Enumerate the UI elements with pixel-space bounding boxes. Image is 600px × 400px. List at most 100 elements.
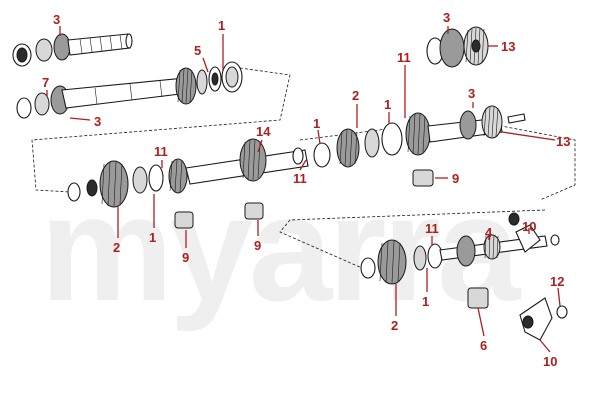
- lower-shift-assembly: [360, 212, 568, 341]
- cs-synchro: [381, 122, 403, 156]
- callout-1a: 1: [218, 18, 225, 33]
- ls-gear-small: [456, 235, 476, 267]
- callout-13a: 13: [501, 39, 515, 54]
- cs-gear-large-teeth: [407, 113, 426, 155]
- callout-9b: 9: [182, 250, 189, 265]
- shaft-end: [125, 33, 133, 49]
- callout-labels: 3 1 5 7 3 3 13 11 2 1 3 13 14 1 11 9 11 …: [42, 10, 570, 369]
- needle-bearing-6: [467, 287, 489, 309]
- callout-5: 5: [194, 43, 201, 58]
- ss-washer: [67, 182, 81, 202]
- callout-1e: 1: [422, 294, 429, 309]
- selector-boss: [522, 315, 534, 329]
- ls-gear-large: [377, 239, 407, 285]
- callout-3b: 3: [94, 114, 101, 129]
- callout-2c: 2: [391, 318, 398, 333]
- callout-13b: 13: [556, 134, 570, 149]
- mainshaft-assembly: [16, 61, 243, 119]
- callout-14: 14: [256, 124, 271, 139]
- race-washer: [35, 38, 53, 62]
- assembly-link-line-1: [31, 67, 291, 193]
- leader-6: [477, 307, 485, 337]
- cs-gear-2: [336, 128, 360, 168]
- cs-ring: [364, 128, 380, 158]
- ss-ring-1: [132, 166, 148, 194]
- callout-2a: 2: [352, 88, 359, 103]
- callout-3c: 3: [443, 10, 450, 25]
- callout-9c: 9: [254, 238, 261, 253]
- callout-7: 7: [42, 75, 49, 90]
- ss-gear-2: [168, 158, 188, 194]
- cs-gear-2-teeth: [339, 129, 358, 167]
- callout-10b: 10: [543, 354, 557, 369]
- ls-plug: [508, 212, 520, 226]
- ls-ring-2: [427, 243, 443, 269]
- selector-bracket-10: [519, 297, 553, 341]
- synchro-hub: [211, 72, 219, 86]
- mainshaft-gear-right: [175, 67, 197, 105]
- leader-lines: [46, 26, 561, 353]
- ls-fork-10: [515, 224, 541, 253]
- leader-10b: [539, 339, 551, 353]
- thrust-washer: [196, 69, 208, 95]
- leader-5: [202, 57, 209, 73]
- callout-3a: 3: [53, 12, 60, 27]
- assembly-link-line-4: [279, 209, 546, 269]
- input-gear: [53, 33, 71, 61]
- callout-12: 12: [550, 274, 564, 289]
- cs-gear-end: [481, 105, 503, 139]
- leader-1c: [317, 129, 321, 145]
- callout-11a: 11: [397, 50, 411, 65]
- ls-nut: [550, 234, 560, 246]
- callout-3d: 3: [468, 86, 475, 101]
- ls-gear-4-teeth: [484, 234, 499, 260]
- mainshaft-grooves: [94, 80, 163, 105]
- ss-gear-large-teeth: [101, 161, 123, 207]
- callout-11d: 11: [425, 221, 439, 236]
- mainshaft-body: [61, 77, 189, 109]
- callout-6: 6: [480, 338, 487, 353]
- shaft-splines: [79, 34, 123, 54]
- snap-ring-inner: [225, 66, 239, 88]
- callout-1d: 1: [149, 230, 156, 245]
- ls-gear-4: [483, 234, 501, 260]
- countershaft-assembly: [313, 105, 526, 187]
- callout-2b: 2: [113, 240, 120, 255]
- needle-bearing-9-right: [412, 169, 434, 187]
- leader-14: [257, 139, 263, 153]
- ss-end-nut: [292, 147, 304, 165]
- ss-gear-2-teeth: [169, 159, 183, 193]
- leader-13b: [501, 131, 556, 141]
- ss-ring-2: [148, 164, 164, 192]
- ss-gear-14-teeth: [242, 139, 261, 181]
- cs-gear-small: [459, 110, 477, 140]
- leader-11b: [299, 159, 307, 171]
- ss-collar: [86, 179, 98, 197]
- callout-1c: 1: [313, 116, 320, 131]
- cs-pin: [507, 113, 526, 124]
- callout-1b: 1: [384, 97, 391, 112]
- callout-4: 4: [485, 225, 493, 240]
- ss-gear-large: [99, 160, 129, 208]
- ls-ring-1: [413, 245, 427, 271]
- cs-washer-left: [313, 142, 331, 168]
- leader-3b: [69, 117, 91, 121]
- ls-gear-large-teeth: [379, 240, 401, 284]
- reverse-gear-bore: [471, 39, 481, 53]
- input-shaft-assembly-top: [12, 33, 133, 67]
- splined-shaft: [67, 33, 131, 56]
- reverse-gear-assembly: [426, 26, 489, 68]
- gear-teeth-right: [177, 68, 193, 104]
- spacer-ring: [34, 92, 50, 116]
- reverse-gear-body: [439, 28, 465, 68]
- callout-10a: 10: [522, 219, 536, 234]
- cs-gear-end-teeth: [483, 106, 499, 138]
- second-shaft-assembly: [67, 138, 309, 229]
- callout-11b: 11: [293, 171, 307, 186]
- leader-12: [557, 287, 561, 307]
- callout-11c: 11: [154, 144, 168, 159]
- selector-nut-12: [556, 305, 568, 319]
- ls-washer: [360, 257, 376, 279]
